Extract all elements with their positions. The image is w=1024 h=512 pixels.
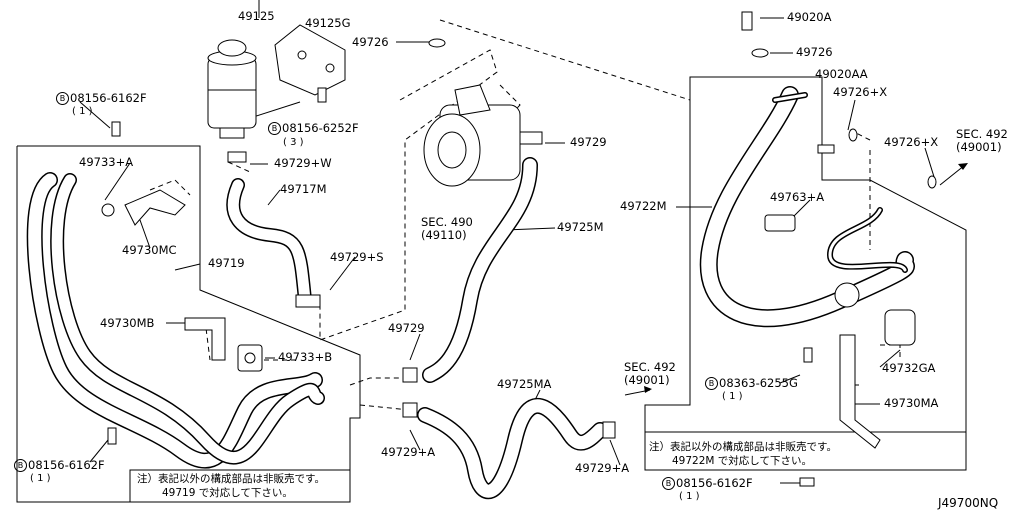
clamp-49732GA [884, 309, 916, 346]
label-49730MC: 49730MC [122, 243, 177, 257]
bracket-49730MA [839, 334, 881, 449]
label-49725M: 49725M [557, 220, 604, 234]
diagram-id: J49700NQ [938, 496, 999, 510]
bracket-49125G [274, 24, 346, 96]
sec492-right-sub: (49001) [956, 140, 1002, 154]
bolt-symbol: B [14, 459, 27, 472]
label-49726-right: 49726 [796, 45, 833, 59]
sec492-right-label: SEC. 492 [956, 127, 1008, 141]
reservoir-49125 [207, 39, 257, 139]
bolt-symbol: B [268, 122, 281, 135]
sec492-mid-label: SEC. 492 [624, 360, 676, 374]
hose-49717M [226, 178, 312, 307]
label-49726X-a: 49726+X [833, 85, 888, 99]
label-49726-top: 49726 [352, 35, 389, 49]
label-49730MA: 49730MA [884, 396, 939, 410]
label-49020A: 49020A [787, 10, 832, 24]
bolt-qty-1: ( 1 ) [72, 106, 93, 117]
label-49729A-right: 49729+A [575, 461, 630, 475]
bolt-symbol: B [662, 477, 675, 490]
note-left-line1: 注）表記以外の構成部品は非販売です。 [137, 473, 325, 485]
left-note-box [129, 469, 351, 503]
clamp-49733A [101, 203, 115, 217]
label-49729A-left: 49729+A [381, 445, 436, 459]
bolt-symbol: B [56, 92, 69, 105]
label-49733B: 49733+B [278, 350, 333, 364]
label-49125G: 49125G [305, 16, 351, 30]
note-left-line2: 49719 で対応して下さい。 [162, 487, 293, 499]
hose-49719 [26, 172, 325, 469]
label-49729-mid: 49729 [388, 321, 425, 335]
sensor-49763A [764, 214, 796, 232]
label-49729S: 49729+S [330, 250, 384, 264]
bolt-49020A [741, 11, 753, 31]
sec492-mid-sub: (49001) [624, 373, 670, 387]
power-steering-pump [423, 84, 521, 187]
bracket-49730MC [124, 189, 186, 226]
hose-49722M [699, 86, 915, 328]
bracket-49730MB [184, 317, 226, 361]
left-group-box [16, 145, 361, 503]
hose-49725M [422, 157, 538, 383]
label-49729-top: 49729 [570, 135, 607, 149]
label-49719: 49719 [208, 256, 245, 270]
label-49733A: 49733+A [79, 155, 134, 169]
bolt-qty-3: ( 1 ) [30, 473, 51, 484]
label-49722M: 49722M [620, 199, 667, 213]
label-49763A: 49763+A [770, 190, 825, 204]
bolt-symbol: B [705, 377, 718, 390]
hose-49725MA [417, 397, 608, 500]
label-49717M: 49717M [280, 182, 327, 196]
bolt-qty-4: ( 1 ) [722, 391, 743, 402]
note-right-line2: 49722M で対応して下さい。 [672, 455, 812, 467]
bolt-49020AA [817, 144, 835, 154]
note-right-line1: 注）表記以外の構成部品は非販売です。 [649, 441, 837, 453]
pipe-49722M [772, 92, 908, 273]
washer-49726-right [751, 48, 769, 58]
label-49732GA: 49732GA [882, 361, 936, 375]
label-49726X-b: 49726+X [884, 135, 939, 149]
sec490-label: SEC. 490 [421, 215, 473, 229]
bolt-qty-2: ( 3 ) [283, 137, 304, 148]
label-49725MA: 49725MA [497, 377, 552, 391]
washer-49726-top [428, 38, 446, 48]
label-49730MB: 49730MB [100, 316, 155, 330]
label-49125: 49125 [238, 9, 275, 23]
label-49020AA: 49020AA [815, 67, 868, 81]
label-49729W: 49729+W [274, 156, 332, 170]
bolt-qty-5: ( 1 ) [679, 491, 700, 502]
sec490-sub: (49110) [421, 228, 467, 242]
